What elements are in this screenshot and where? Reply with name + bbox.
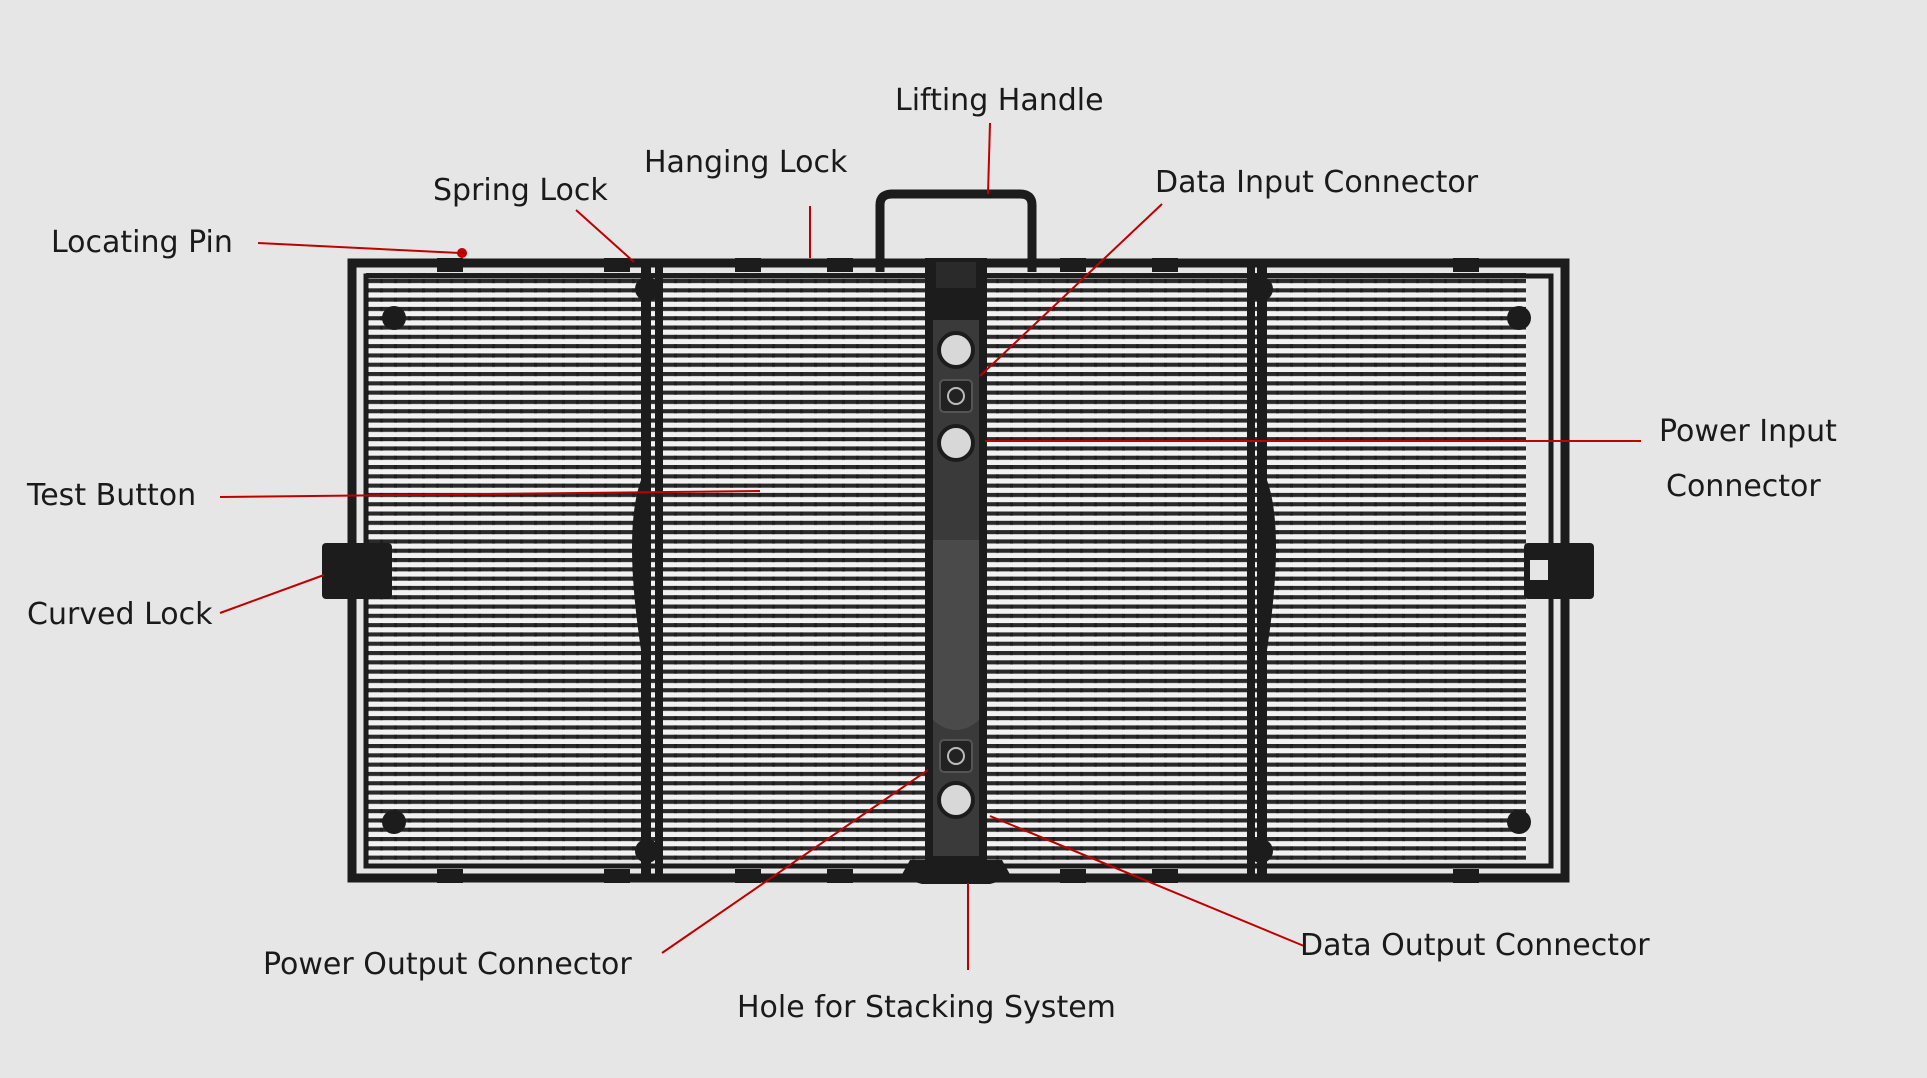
label-data-output-connector: Data Output Connector [1300,928,1650,963]
label-hanging-lock: Hanging Lock [644,145,848,180]
label-power-input-line1: Power Input [1659,414,1837,449]
lifting-handle [875,189,1037,272]
data-output-socket [937,781,975,819]
label-test-button: Test Button [27,478,197,513]
label-power-input-line2: Connector [1666,469,1821,504]
test-button-socket [939,379,973,413]
label-curved-lock: Curved Lock [27,597,213,632]
top-frame-tabs [437,258,1479,883]
label-data-input-connector: Data Input Connector [1155,165,1479,200]
label-hole-for-stacking-system: Hole for Stacking System [737,990,1116,1025]
label-spring-lock: Spring Lock [433,173,608,208]
corner-bolts [382,277,1531,863]
stacking-hole-bracket [900,860,1012,884]
label-locating-pin: Locating Pin [51,225,233,260]
label-lifting-handle: Lifting Handle [895,83,1104,118]
label-power-output-connector: Power Output Connector [263,947,632,982]
side-curved-locks [322,543,1594,599]
vertical-ribs [632,263,1276,878]
central-spine [900,258,1012,884]
data-input-socket [937,424,975,462]
power-output-socket [939,739,973,773]
power-input-socket [937,331,975,369]
locating-pin-marker [457,248,467,258]
leader-lines [219,122,1641,970]
